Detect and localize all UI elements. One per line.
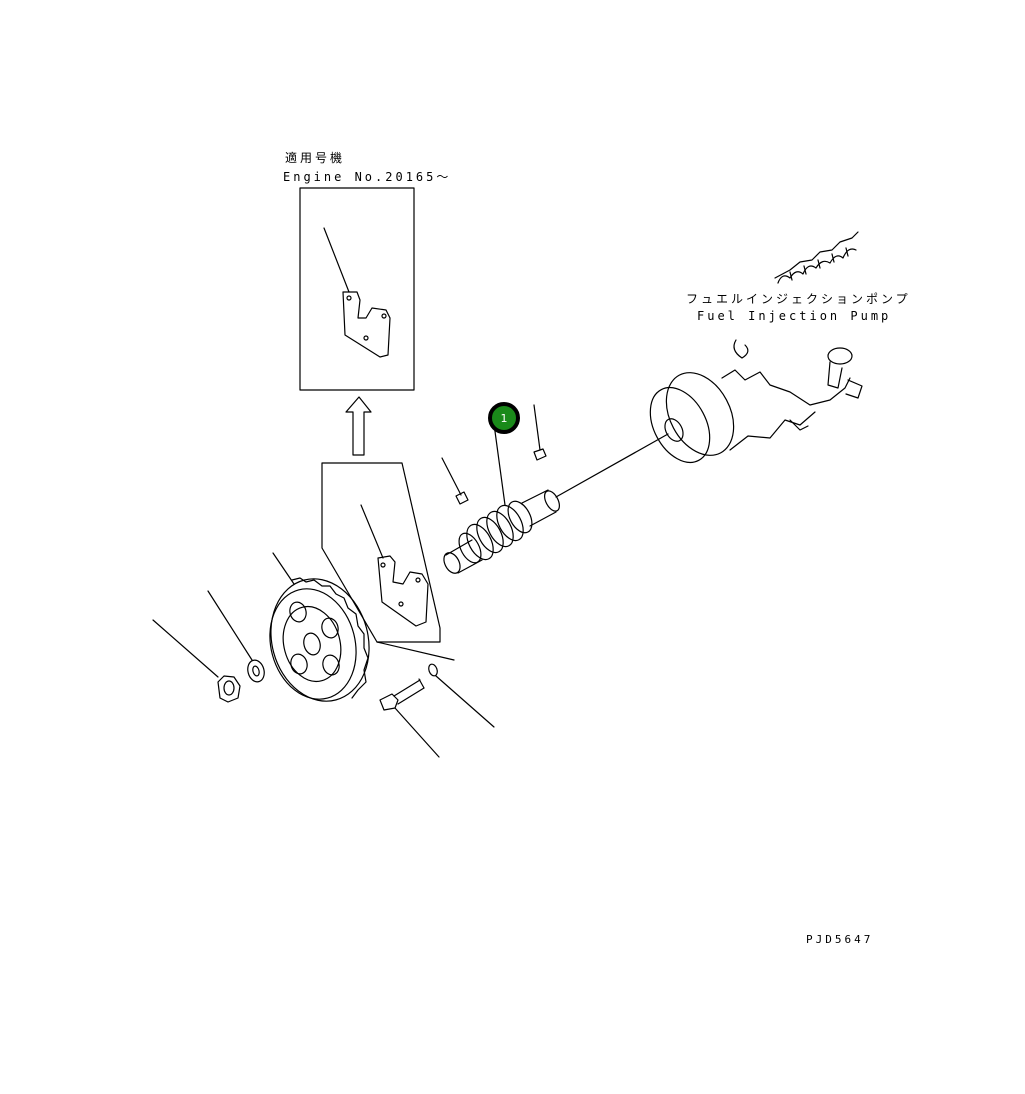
applicable-range: Engine No.20165～ (283, 170, 452, 184)
callout-badge-1[interactable]: 1 (488, 402, 520, 434)
pump-pipes (774, 231, 859, 284)
applicable-inset-box (299, 187, 415, 391)
gear (269, 552, 370, 702)
injection-pump-body (649, 339, 863, 463)
bolt-and-washer (379, 663, 495, 758)
woodruff-keys (441, 404, 547, 505)
bracket-detail-outline (321, 462, 455, 661)
up-arrow (345, 396, 372, 456)
pump-label-jp: フュエルインジェクションポンプ (686, 292, 911, 306)
pump-label-en: Fuel Injection Pump (697, 309, 892, 323)
pump-shaft (443, 423, 669, 574)
applicable-title: 適用号機 (285, 151, 346, 165)
drawing-code: PJD5647 (806, 933, 874, 946)
washer-and-nut (152, 590, 265, 703)
callout-number: 1 (500, 411, 508, 425)
bracket-part (360, 504, 429, 627)
